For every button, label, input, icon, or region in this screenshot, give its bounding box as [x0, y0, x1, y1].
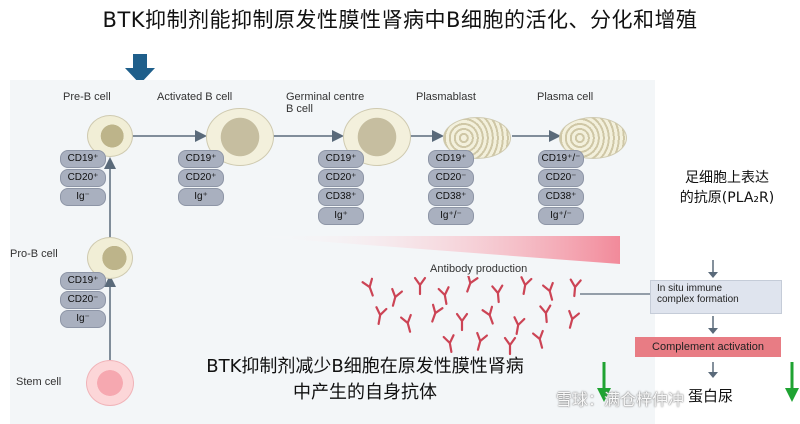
antibody-icon [466, 276, 479, 293]
bottom-caption: BTK抑制剂减少B细胞在原发性膜性肾病 中产生的自身抗体 [130, 352, 600, 404]
podocyte-note-line2: 的抗原(PLA₂R) [679, 190, 775, 206]
plasmablast-marker: Ig⁺/⁻ [428, 207, 474, 225]
podocyte-antigen-note: 足细胞上表达 的抗原(PLA₂R) [657, 168, 797, 208]
antibody-icon [399, 313, 412, 333]
down-arrow-icon [125, 54, 155, 84]
diagram-lines [104, 130, 650, 360]
pro-b-label: Pro-B cell [10, 248, 58, 260]
decrease-arrow-icon [597, 362, 611, 402]
germinal-marker: CD20⁺ [318, 169, 364, 187]
antibody-icon [491, 284, 504, 304]
antibody-icon [413, 276, 427, 296]
stem-cell [86, 360, 134, 406]
antibody-icon [568, 309, 581, 329]
stage-label-pre-b: Pre-B cell [63, 91, 111, 103]
antibodies-cluster [361, 276, 582, 356]
immune-complex-box: In situ immune complex formation [650, 280, 782, 314]
pro-b-marker: Ig⁻ [60, 310, 106, 328]
antibody-icon [476, 331, 489, 351]
antibody-icon [437, 286, 450, 305]
activated-b-marker: CD20⁺ [178, 169, 224, 187]
stage-label-plasmablast: Plasmablast [416, 91, 476, 103]
stem-cell-label: Stem cell [16, 376, 62, 388]
antibody-icon [569, 278, 582, 298]
antibody-icon [442, 334, 455, 353]
stage-label-germinal: Germinal centre B cell [286, 91, 365, 115]
page-title: BTK抑制剂能抑制原发性膜性肾病中B细胞的活化、分化和增殖 [102, 8, 698, 32]
down-arrow-icon [708, 260, 718, 278]
antibody-icon [541, 281, 554, 301]
activated-b-marker: Ig⁺ [178, 188, 224, 206]
antibody-icon [375, 306, 388, 325]
antibody-icon [481, 305, 494, 325]
plasma-marker: CD20⁻ [538, 169, 584, 187]
plasmablast-marker: CD19⁺ [428, 150, 474, 168]
pre-b-marker: CD20⁺ [60, 169, 106, 187]
podocyte-note-line1: 足细胞上表达 [685, 170, 769, 186]
diagram-panel: Pre-B cell Activated B cell Germinal cen… [10, 80, 655, 424]
pro-b-marker: CD19⁺ [60, 272, 106, 290]
down-arrow-icon [708, 316, 718, 334]
pre-b-marker: CD19⁺ [60, 150, 106, 168]
antibody-icon [391, 287, 404, 307]
germinal-marker: Ig⁺ [318, 207, 364, 225]
activated-b-marker: CD19⁺ [178, 150, 224, 168]
antibody-icon [520, 276, 533, 295]
antibody-icon [455, 312, 469, 332]
complement-activation-box: Complement activation [635, 337, 781, 357]
watermark: 雪球：满仓梓仲冲 [556, 390, 685, 409]
plasma-marker: CD38⁺ [538, 188, 584, 206]
plasmablast-marker: CD38⁺ [428, 188, 474, 206]
antibody-icon [431, 303, 444, 323]
proteinuria-label: 蛋白尿 [688, 387, 734, 405]
antibody-icon [503, 336, 517, 356]
germinal-marker: CD38⁺ [318, 188, 364, 206]
pro-b-marker: CD20⁻ [60, 291, 106, 309]
decrease-arrow-icon [785, 362, 799, 402]
plasma-marker: CD19⁺/⁻ [538, 150, 584, 168]
down-arrow-icon [708, 362, 718, 378]
stage-label-activated-b: Activated B cell [157, 91, 233, 103]
antibody-icon [539, 304, 552, 324]
antibody-icon [513, 316, 526, 335]
stage-label-plasma: Plasma cell [537, 91, 594, 103]
immune-box-line1: In situ immune [657, 283, 723, 294]
plasmablast-marker: CD20⁻ [428, 169, 474, 187]
germinal-marker: CD19⁺ [318, 150, 364, 168]
immune-box-line2: complex formation [657, 294, 739, 305]
antibody-icon [531, 329, 544, 349]
bottom-caption-line2: 中产生的自身抗体 [293, 382, 437, 403]
antibody-production-label: Antibody production [430, 263, 528, 275]
pre-b-marker: Ig⁻ [60, 188, 106, 206]
bottom-caption-line1: BTK抑制剂减少B细胞在原发性膜性肾病 [206, 356, 524, 377]
plasma-marker: Ig⁺/⁻ [538, 207, 584, 225]
antibody-icon [361, 277, 374, 297]
